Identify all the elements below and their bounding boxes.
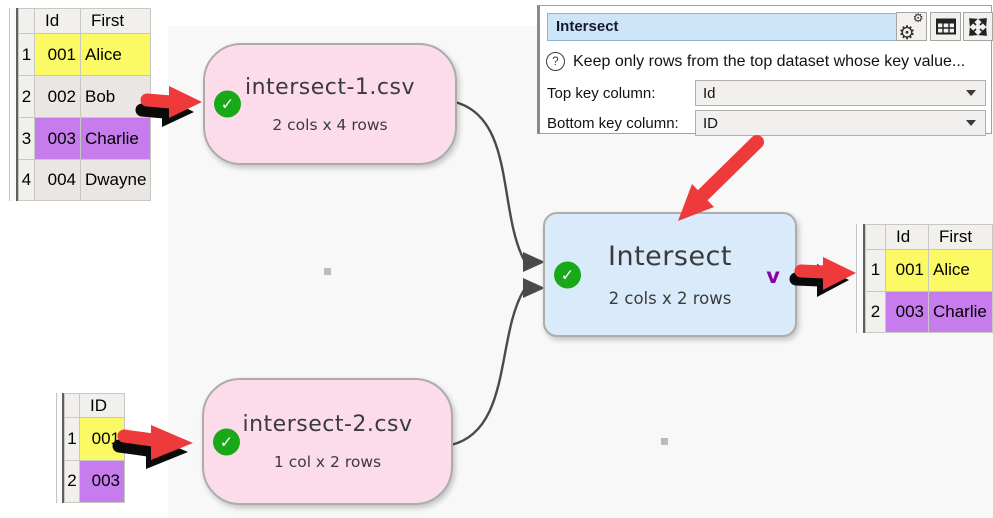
dataset-preview-intersect-1: Id First 1 001 Alice 2 002 Bob 3 003 Cha…	[9, 8, 152, 201]
data-table: Id First 1 001 Alice 2 003 Charlie	[865, 223, 993, 334]
row-number[interactable]: 3	[18, 117, 35, 160]
description-text: Keep only rows from the top dataset whos…	[573, 52, 966, 70]
corner-cell	[64, 392, 80, 419]
column-header[interactable]: First	[79, 8, 152, 34]
help-icon[interactable]: ?	[546, 52, 565, 71]
node-intersect-2-csv[interactable]: ✓ intersect-2.csv 1 col x 2 rows	[202, 378, 453, 505]
corner-cell	[18, 8, 35, 34]
dataset-preview-intersect-2: ID 1 001 2 003	[56, 392, 125, 504]
column-header[interactable]: Id	[885, 223, 929, 251]
status-ok-icon: ✓	[214, 90, 241, 118]
cell-id: 002	[34, 75, 81, 118]
output-marker: v	[766, 263, 780, 288]
cell-id: 001	[885, 249, 929, 292]
transform-description: ? Keep only rows from the top dataset wh…	[546, 52, 965, 71]
table-row: 1 001	[64, 417, 125, 461]
node-dimensions: 1 col x 2 rows	[273, 453, 382, 471]
bottom-key-value: ID	[703, 114, 718, 132]
chevron-down-icon	[966, 90, 976, 96]
top-key-label: Top key column:	[547, 84, 656, 102]
column-header[interactable]: ID	[79, 392, 125, 419]
cell-first: Charlie	[928, 290, 993, 334]
row-number[interactable]: 2	[18, 75, 35, 118]
expand-icon	[969, 17, 987, 36]
chevron-down-icon	[966, 120, 976, 126]
cell-id: 003	[34, 117, 81, 160]
node-title: Intersect	[608, 241, 732, 272]
gear-icon: ⚙ ⚙	[898, 10, 924, 44]
table-scrollbar[interactable]	[9, 8, 18, 201]
table-row: 2 002 Bob	[18, 75, 152, 118]
transform-properties-panel: Intersect ⚙ ⚙	[537, 5, 993, 136]
node-dimensions: 2 cols x 4 rows	[272, 115, 388, 134]
table-icon	[935, 18, 956, 35]
row-number[interactable]: 1	[18, 33, 35, 76]
status-ok-icon: ✓	[554, 261, 581, 288]
cell-first: Charlie	[79, 117, 152, 160]
show-table-button[interactable]	[930, 12, 961, 41]
canvas-grid-dot	[661, 438, 668, 445]
table-scrollbar[interactable]	[56, 393, 64, 503]
table-row: 2 003	[64, 459, 125, 504]
bottom-key-row: Bottom key column: ID	[547, 110, 986, 136]
cell-id: 001	[34, 33, 81, 76]
data-table: Id First 1 001 Alice 2 002 Bob 3 003 Cha…	[18, 8, 152, 201]
table-row: 2 003 Charlie	[865, 290, 993, 334]
top-key-select[interactable]: Id	[695, 80, 986, 106]
cell-id: 001	[79, 417, 125, 461]
cell-id: 003	[79, 459, 125, 504]
node-title: intersect-2.csv	[242, 412, 413, 437]
node-title: intersect-1.csv	[245, 74, 415, 100]
node-intersect-transform[interactable]: ✓ Intersect 2 cols x 2 rows v	[543, 212, 797, 337]
column-header[interactable]: First	[928, 223, 993, 251]
transform-name-input[interactable]: Intersect	[547, 13, 904, 41]
canvas-grid-dot	[324, 268, 331, 275]
dataset-preview-result: Id First 1 001 Alice 2 003 Charlie	[856, 223, 993, 334]
row-number[interactable]: 2	[865, 290, 886, 334]
row-number[interactable]: 1	[64, 417, 80, 461]
maximize-button[interactable]	[963, 12, 993, 41]
status-ok-icon: ✓	[213, 428, 240, 455]
table-scrollbar[interactable]	[856, 224, 865, 333]
cell-first: Bob	[79, 75, 152, 118]
cell-first: Alice	[79, 33, 152, 76]
bottom-key-select[interactable]: ID	[695, 110, 986, 136]
cell-id: 003	[885, 290, 929, 334]
node-intersect-1-csv[interactable]: ✓ intersect-1.csv 2 cols x 4 rows	[203, 43, 457, 165]
cell-first: Dwayne	[79, 159, 152, 201]
cell-id: 004	[34, 159, 81, 201]
table-row: 4 004 Dwayne	[18, 159, 152, 201]
data-table: ID 1 001 2 003	[64, 392, 125, 504]
row-number[interactable]: 1	[865, 249, 886, 292]
top-key-row: Top key column: Id	[547, 80, 986, 106]
settings-button[interactable]: ⚙ ⚙	[896, 10, 927, 44]
table-row: 3 003 Charlie	[18, 117, 152, 160]
top-key-value: Id	[703, 84, 716, 102]
table-row: 1 001 Alice	[18, 33, 152, 76]
node-dimensions: 2 cols x 2 rows	[608, 289, 732, 308]
row-number[interactable]: 4	[18, 159, 35, 201]
corner-cell	[865, 223, 886, 251]
table-row: 1 001 Alice	[865, 249, 993, 292]
bottom-key-label: Bottom key column:	[547, 114, 679, 132]
cell-first: Alice	[928, 249, 993, 292]
row-number[interactable]: 2	[64, 459, 80, 504]
column-header[interactable]: Id	[34, 8, 81, 34]
